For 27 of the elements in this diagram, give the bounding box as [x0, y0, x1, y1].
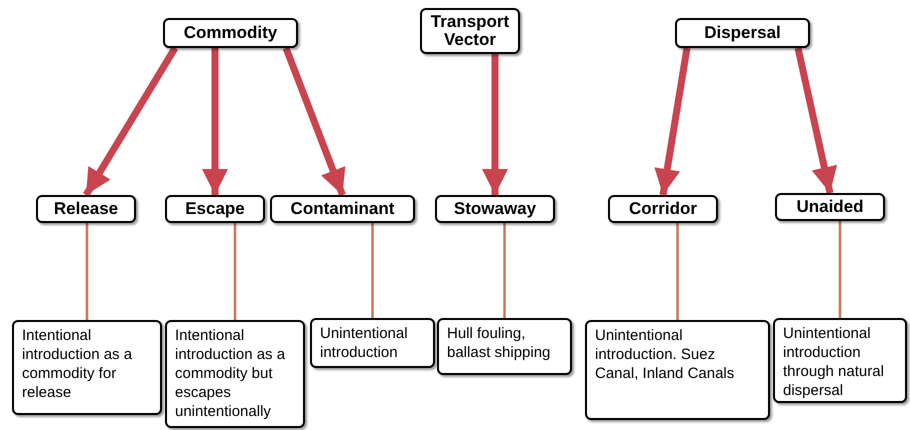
connector-line: [371, 223, 374, 318]
arrow: [654, 47, 690, 196]
connector-line: [503, 223, 506, 318]
arrow: [83, 46, 178, 197]
category-box: Dispersal: [675, 18, 810, 48]
description-box: Unintentional introduction: [310, 318, 435, 368]
category-box: Escape: [165, 195, 265, 223]
connector-line: [86, 223, 88, 320]
category-box: Contaminant: [270, 195, 415, 223]
category-box: Release: [36, 195, 136, 223]
category-box: Commodity: [163, 18, 298, 48]
description-box: Intentional introduction as a commodity but escapes unintentionally: [165, 320, 305, 428]
connector-line: [676, 223, 679, 320]
connector-line: [234, 223, 236, 320]
arrow: [482, 54, 508, 195]
category-box: Corridor: [608, 195, 718, 223]
connector-line: [838, 221, 842, 318]
category-box: Unaided: [775, 193, 885, 221]
description-box: Hull fouling, ballast shipping: [437, 318, 572, 375]
arrow: [282, 46, 346, 196]
category-box: Transport Vector: [420, 8, 520, 54]
category-box: Stowaway: [435, 195, 555, 223]
description-box: Unintentional introduction. Suez Canal, Inland Canals: [585, 320, 770, 420]
arrow: [202, 48, 228, 195]
description-box: Intentional introduction as a commodity for release: [12, 320, 162, 415]
arrow: [794, 47, 838, 194]
description-box: Unintentional introduction through natural dispersal: [773, 318, 907, 403]
